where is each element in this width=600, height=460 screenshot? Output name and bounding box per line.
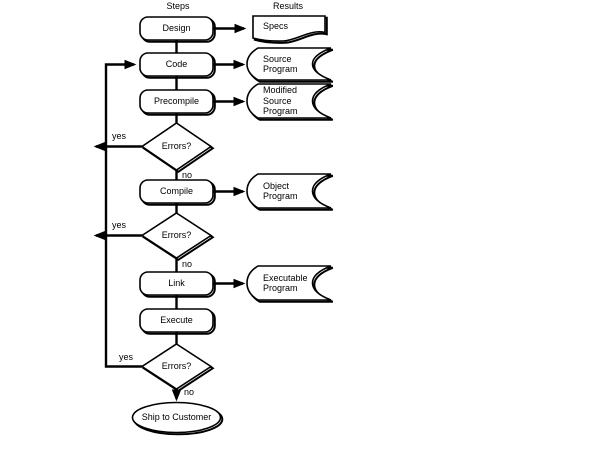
code-label: Code: [165, 59, 188, 69]
errors-decision-3-label: Errors?: [161, 361, 192, 371]
link-process-shape: [139, 271, 216, 298]
object-program-label: Object Program: [263, 180, 298, 202]
errors-decision-2-shape: [140, 212, 215, 261]
feedback-loop-line: [104, 59, 142, 368]
link-label: Link: [168, 278, 185, 288]
executable-program-label: Executable Program: [263, 272, 308, 294]
execute-process-shape: [139, 308, 216, 335]
yes-label-2: yes: [111, 219, 126, 230]
source-program-label: Source Program: [263, 53, 298, 75]
specs-label: Specs: [263, 21, 289, 32]
modified-source-program-data-shape: [246, 83, 334, 121]
errors-decision-1-shape: [140, 122, 215, 174]
specs-document-shape: [252, 15, 328, 44]
errors-decision-2-label: Errors?: [161, 230, 192, 240]
code-process-shape: [139, 52, 216, 79]
no-label-1: no: [182, 169, 193, 180]
object-program-data-shape: [246, 173, 334, 211]
design-process-shape: [139, 16, 216, 43]
design-label: Design: [162, 23, 191, 33]
ship-to-customer-label: Ship to Customer: [141, 412, 212, 422]
no-label-3: no: [184, 386, 195, 397]
executable-program-data-shape: [246, 265, 334, 303]
precompile-process-shape: [139, 89, 216, 116]
errors-decision-1-label: Errors?: [161, 141, 192, 151]
modified-source-program-label: Modified Source Program: [263, 85, 298, 117]
execute-label: Execute: [160, 315, 193, 325]
yes-label-1: yes: [111, 130, 126, 141]
precompile-label: Precompile: [153, 96, 200, 106]
compile-process-shape: [139, 179, 216, 206]
errors-decision-3-shape: [140, 343, 215, 392]
results-column-header: Results: [272, 1, 303, 11]
steps-column-header: Steps: [166, 1, 190, 11]
no-label-2: no: [182, 258, 193, 269]
compile-label: Compile: [159, 186, 193, 196]
source-program-data-shape: [246, 47, 334, 83]
yes-label-3: yes: [118, 351, 133, 362]
ship-terminator-shape: [131, 401, 224, 436]
